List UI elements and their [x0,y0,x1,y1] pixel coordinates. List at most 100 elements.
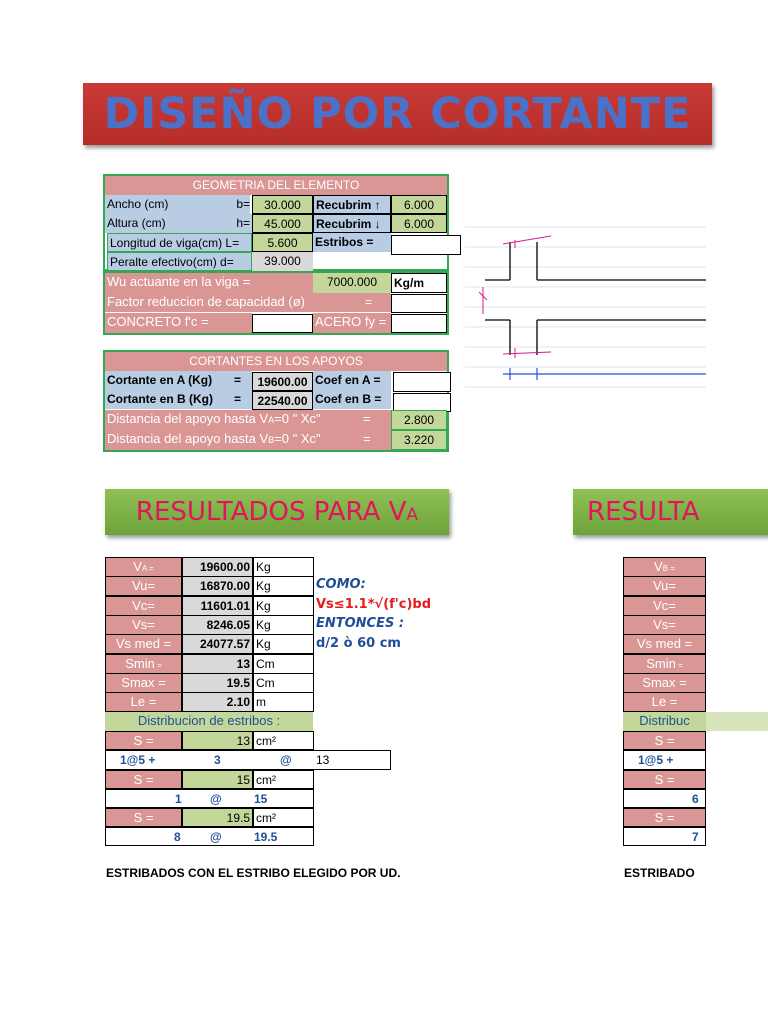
cortante-b-label: Cortante en B (Kg) [105,390,252,409]
note-entonces: ENTONCES : [316,616,405,631]
estribos-input[interactable] [391,235,461,255]
result-b-label: Vs med = [623,634,706,655]
result-b-label-sub: B = [662,564,675,573]
result-a-value: 24077.57 [182,634,253,655]
concreto-input[interactable] [252,314,313,333]
result-a-unit: Kg [253,634,314,655]
factor-input[interactable] [391,294,447,313]
result-a-unit: Kg [253,557,314,577]
footer-a: ESTRIBADOS CON EL ESTRIBO ELEGIDO POR UD… [106,866,401,880]
result-a-value: 19.5 [182,672,253,693]
result-b-label-text: Smin [646,655,676,671]
line1-b: 3 [214,753,221,767]
coef-b-label: Coef en B = [313,390,391,409]
line2-c: 15 [254,792,268,806]
line1-row [105,750,391,770]
s1-unit: cm² [253,731,314,750]
s2-value[interactable]: 15 [182,770,253,789]
result-a-value: 13 [182,653,253,674]
note-formula: Vs≤1.1*√(f'c)bd [316,597,432,612]
wu-value[interactable]: 7000.000 [313,273,391,293]
dist-a-eq: = [363,411,371,426]
loads-panel [103,271,449,335]
dist-a-rest: =0 " Xc" [274,411,321,426]
b-line2-a: 6 [692,792,699,806]
result-a-label: Vs med = [105,634,182,655]
line3-c: 19.5 [254,830,278,844]
estribos-label: Estribos = [313,233,391,252]
result-a-value: 2.10 [182,692,253,713]
s3-value[interactable]: 19.5 [182,808,253,827]
cortante-a-label: Cortante en A (Kg) [105,371,252,390]
result-a-value: 8246.05 [182,614,253,635]
dist-a-label: Distancia del apoyo hasta V [107,411,269,426]
h-label: h= [236,216,250,230]
longitud-value[interactable]: 5.600 [252,233,313,252]
dist-a-sub: A [268,415,275,425]
longitud-label: Longitud de viga(cm) L= [107,233,252,252]
dist-a-value[interactable]: 2.800 [391,410,447,430]
s1-label: S = [105,731,182,750]
b-s3-label: S = [623,808,706,827]
b-s1-label: S = [623,731,706,750]
result-a-unit: Kg [253,614,314,635]
s2-label: S = [105,770,182,789]
geometry-header: GEOMETRIA DEL ELEMENTO [105,176,447,195]
result-a-label: Vc= [105,595,182,616]
dist-b-label: Distancia del apoyo hasta V [107,431,269,446]
acero-label: ACERO fy = [313,313,391,333]
result-a-label-text: Smin [125,655,155,671]
resultados-a-banner: RESULTADOS PARA VA [105,489,449,535]
recub-bot-label: Recubrim ↓ [313,214,391,233]
line3-row [105,827,314,846]
dist-b-sub: B [268,435,275,445]
dist-estribos-header: Distribucion de estribos : [105,712,313,731]
line3-at: @ [210,830,222,844]
cortante-b-value: 22540.00 [252,391,313,410]
line3-a: 8 [174,830,181,844]
result-a-label-text: Vs= [132,616,155,632]
beam-outline [485,242,706,355]
result-b-label: Le = [623,692,706,713]
h-value-cell[interactable]: 45.000 [252,214,313,233]
line1-at: @ [280,753,292,767]
dist-b-rest: =0 " Xc" [274,431,321,446]
line1-a: 1@5 + [120,753,156,767]
dist-b-header: Distribuc [623,712,706,731]
result-a-unit: m [253,692,314,713]
recub-top-value[interactable]: 6.000 [391,195,447,214]
result-a-value: 16870.00 [182,576,253,597]
wu-label: Wu actuante en la viga = [105,273,313,293]
page-title: DISEÑO POR CORTANTE [83,83,712,145]
result-a-unit: Cm [253,672,314,693]
result-a-value: 19600.00 [182,557,253,577]
b-line3-row [623,827,706,846]
grid-lines [465,226,706,388]
span-line [503,368,706,380]
result-b-label: Smin = [623,653,706,674]
result-b-label-text: Vc= [653,597,676,613]
s1-value[interactable]: 13 [182,731,253,750]
s3-unit: cm² [253,808,314,827]
dist-a-row: Distancia del apoyo hasta VA=0 " Xc" [105,410,391,430]
result-a-label: Smin = [105,653,182,674]
result-a-unit: Kg [253,576,314,597]
result-b-label-text: Smax = [642,674,687,690]
result-b-label: Vs= [623,614,706,635]
coef-a-input[interactable] [393,372,451,392]
result-a-label-text: Vu= [131,578,155,594]
cortantes-header: CORTANTES EN LOS APOYOS [105,352,447,371]
acero-input[interactable] [391,314,447,333]
result-a-unit: Kg [253,595,314,616]
b-value-cell[interactable]: 30.000 [252,195,313,214]
result-a-label-sub: = [154,660,162,670]
cortante-a-value: 19600.00 [252,372,313,391]
result-b-label-text: Vu= [652,578,676,594]
s2-unit: cm² [253,770,314,789]
peralte-value: 39.000 [252,252,313,271]
resultados-a-sub: A [406,505,419,525]
result-a-label: Le = [105,692,182,713]
dist-b-value[interactable]: 3.220 [391,430,447,450]
recub-bot-value[interactable]: 6.000 [391,214,447,233]
line2-row [105,789,314,808]
